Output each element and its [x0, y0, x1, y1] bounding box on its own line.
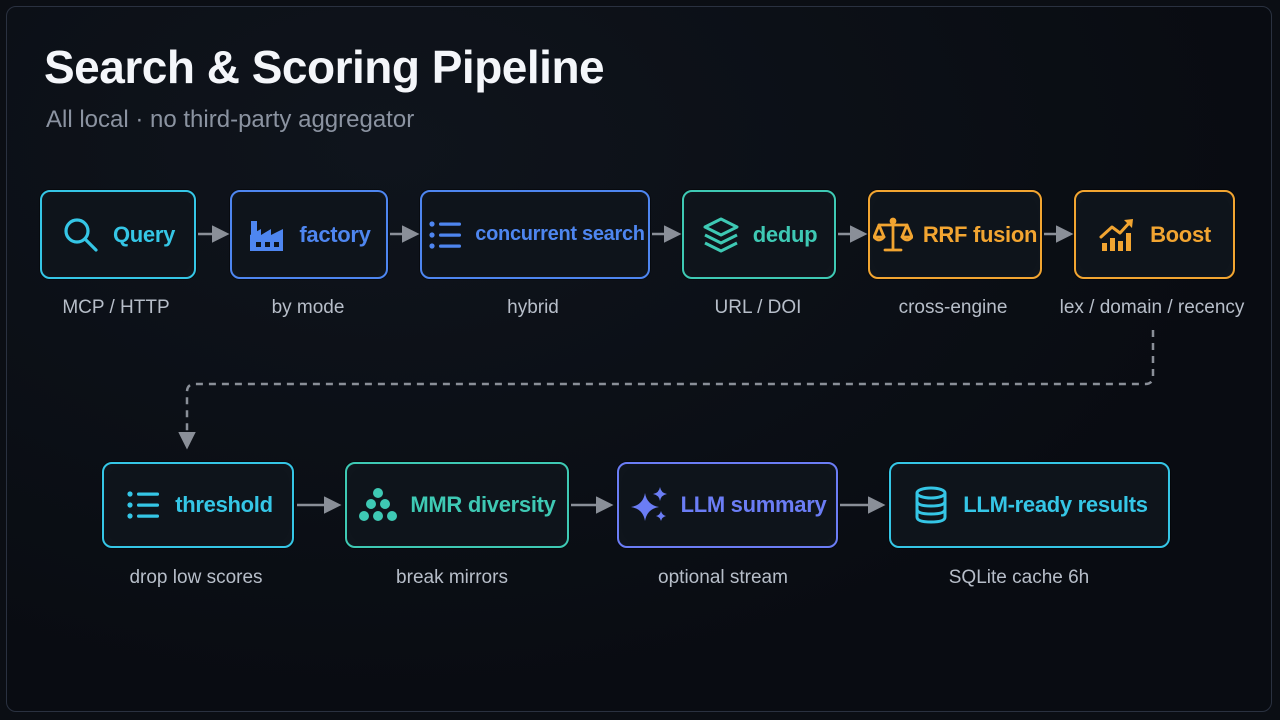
- caption-rrf-fusion: cross-engine: [898, 297, 1008, 318]
- node-threshold: threshold: [102, 462, 294, 548]
- dots-cluster-icon: [358, 485, 398, 525]
- layers-icon: [701, 215, 741, 255]
- node-label: threshold: [175, 492, 273, 517]
- arrow-boost-threshold: [178, 330, 1155, 450]
- node-query: Query: [40, 190, 196, 279]
- node-label: Query: [112, 221, 176, 247]
- caption-factory: by mode: [271, 297, 345, 318]
- node-label: LLM-ready results: [963, 492, 1148, 517]
- factory-icon: [247, 215, 287, 255]
- caption-concurrent-search: hybrid: [507, 297, 559, 318]
- diagram-frame: [6, 6, 1272, 712]
- node-label: Boost: [1150, 221, 1211, 247]
- scales-icon: [872, 215, 913, 255]
- caption-llm-ready-results: SQLite cache 6h: [948, 567, 1090, 588]
- node-factory: factory: [230, 190, 388, 279]
- node-label: MMR diversity: [410, 492, 556, 517]
- node-label: factory: [299, 221, 371, 247]
- page-title: Search & Scoring Pipeline: [44, 41, 605, 93]
- node-dedup: dedup: [682, 190, 836, 279]
- caption-mmr-diversity: break mirrors: [396, 567, 508, 588]
- list-icon: [425, 215, 465, 255]
- list-icon: [123, 485, 163, 525]
- sparkle-icon: [629, 485, 669, 525]
- caption-threshold: drop low scores: [129, 567, 263, 588]
- node-mmr-diversity: MMR diversity: [345, 462, 569, 548]
- node-boost: Boost: [1074, 190, 1235, 279]
- caption-boost: lex / domain / recency: [1059, 297, 1245, 318]
- node-label: RRF fusion: [922, 221, 1038, 247]
- node-rrf-fusion: RRF fusion: [868, 190, 1042, 279]
- chart-up-icon: [1098, 215, 1138, 255]
- caption-dedup: URL / DOI: [714, 297, 802, 318]
- node-concurrent-search: concurrent search: [420, 190, 650, 279]
- node-label: concurrent search: [475, 223, 645, 245]
- page-subtitle: All local · no third-party aggregator: [46, 106, 415, 133]
- caption-query: MCP / HTTP: [62, 297, 170, 318]
- database-icon: [911, 485, 951, 525]
- caption-llm-summary: optional stream: [658, 567, 788, 588]
- node-label: LLM summary: [680, 492, 827, 517]
- search-icon: [61, 215, 101, 255]
- node-label: dedup: [752, 221, 818, 247]
- node-llm-ready-results: LLM-ready results: [889, 462, 1170, 548]
- node-llm-summary: LLM summary: [617, 462, 838, 548]
